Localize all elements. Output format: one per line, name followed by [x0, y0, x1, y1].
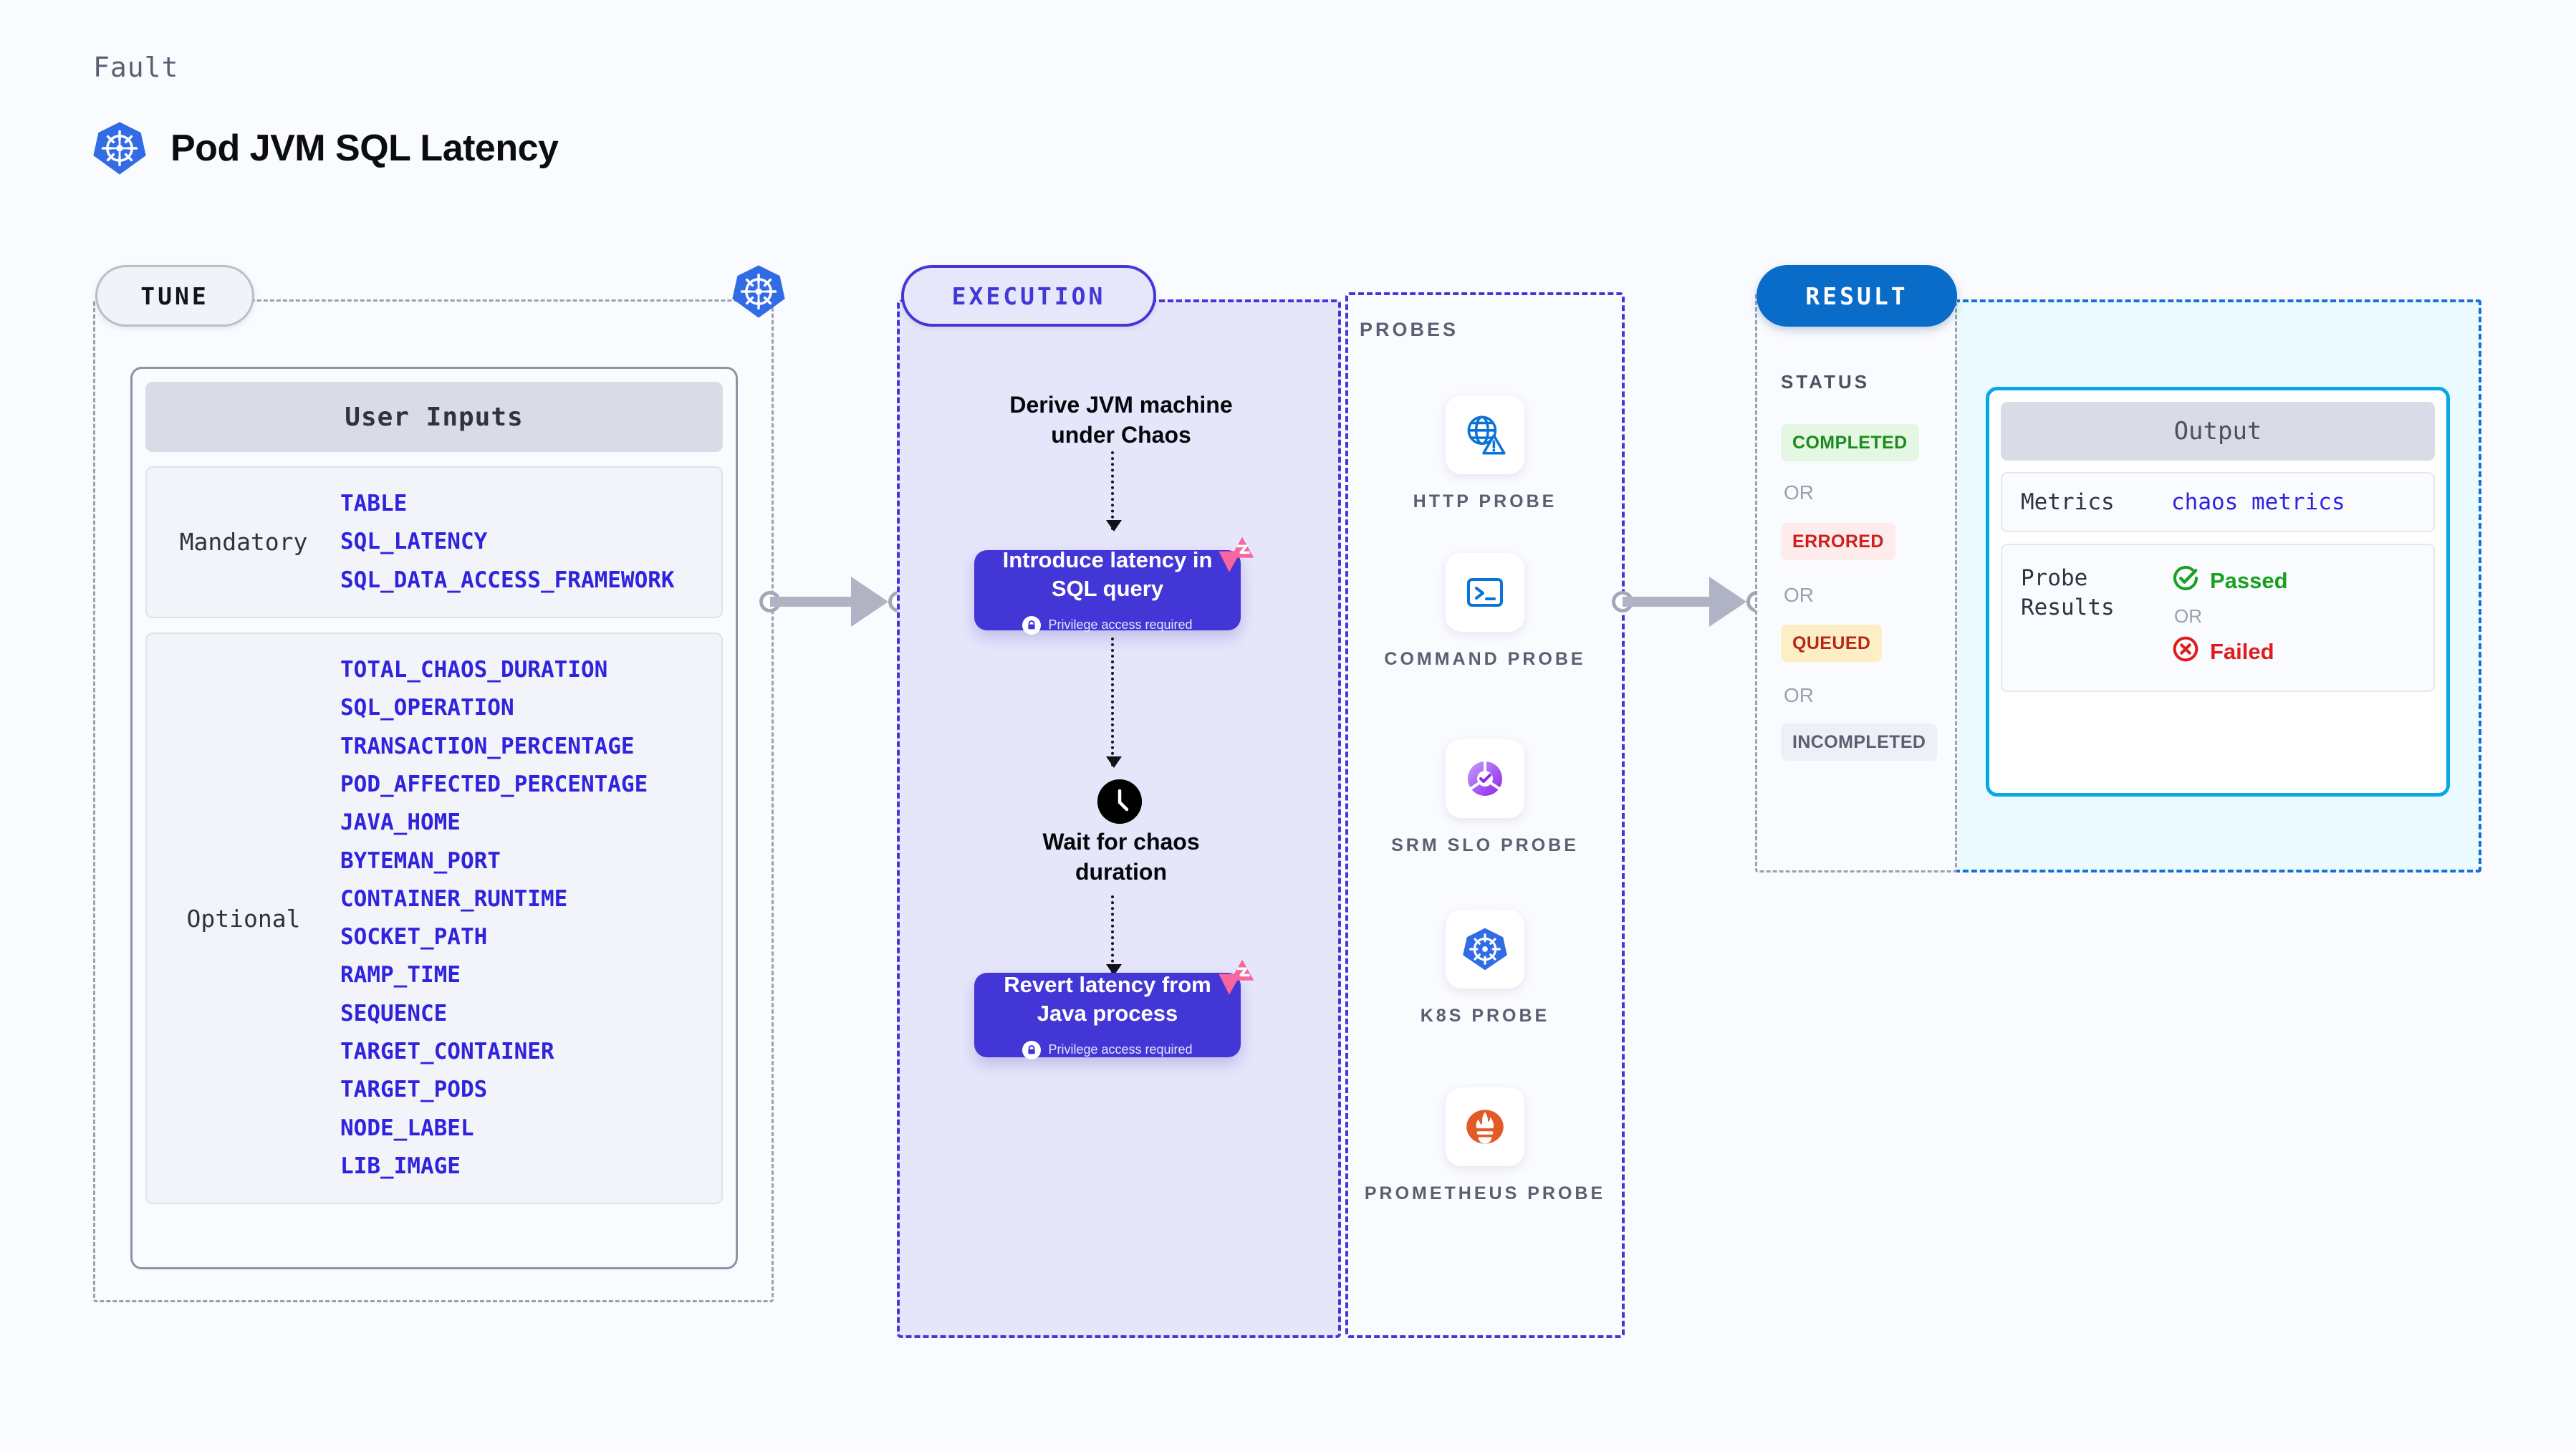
probe-result-failed: Failed: [2171, 635, 2288, 669]
flow-arrow-1: [1106, 451, 1122, 532]
param-item[interactable]: TARGET_PODS: [340, 1077, 488, 1103]
param-list-optional: TOTAL_CHAOS_DURATION SQL_OPERATION TRANS…: [340, 651, 648, 1186]
param-item[interactable]: JAVA_HOME: [340, 809, 461, 836]
probe-srm-slo[interactable]: SRM SLO PROBE: [1345, 739, 1625, 858]
action-revert-latency[interactable]: Revert latency from Java process Privile…: [974, 959, 1254, 1059]
x-circle-icon: [2171, 635, 2200, 669]
lock-icon: [1022, 615, 1042, 635]
page-title: Pod JVM SQL Latency: [170, 128, 559, 169]
probe-result-passed: Passed: [2171, 564, 2288, 598]
status-badge-incompleted: INCOMPLETED: [1781, 723, 1938, 761]
param-item[interactable]: TABLE: [340, 491, 408, 516]
output-probe-results-row: Probe Results Passed OR: [2001, 544, 2435, 693]
step-wait-duration: Wait for chaos duration: [1042, 829, 1200, 885]
param-group-mandatory: Mandatory TABLE SQL_LATENCY SQL_DATA_ACC…: [145, 466, 723, 618]
page-title-row: Pod JVM SQL Latency: [92, 120, 559, 176]
param-item[interactable]: TRANSACTION_PERCENTAGE: [340, 733, 635, 759]
param-item[interactable]: SQL_OPERATION: [340, 695, 514, 721]
litmus-icon: [1215, 957, 1256, 999]
tune-region: [93, 299, 774, 1302]
action-title: Revert latency from Java process: [1004, 972, 1211, 1026]
lock-icon: [1022, 1040, 1042, 1059]
probe-result-passed-label: Passed: [2210, 568, 2288, 594]
prometheus-icon: [1446, 1087, 1524, 1166]
param-item[interactable]: BYTEMAN_PORT: [340, 847, 501, 874]
param-item[interactable]: SQL_DATA_ACCESS_FRAMEWORK: [340, 567, 675, 593]
connector-bar: [1623, 597, 1736, 607]
connector-arrowhead: [851, 577, 888, 627]
privilege-note-text: Privilege access required: [1048, 1042, 1193, 1057]
user-inputs-header: User Inputs: [145, 382, 723, 452]
param-item[interactable]: RAMP_TIME: [340, 962, 461, 989]
probe-name: PROMETHEUS PROBE: [1364, 1183, 1606, 1203]
connector-tune-execution: [759, 577, 910, 627]
result-pill[interactable]: RESULT: [1756, 265, 1957, 327]
param-item[interactable]: LIB_IMAGE: [340, 1153, 461, 1179]
user-inputs-card: User Inputs Mandatory TABLE SQL_LATENCY …: [130, 367, 738, 1269]
output-metrics-row: Metrics chaos metrics: [2001, 472, 2435, 533]
status-label: STATUS: [1781, 371, 1870, 393]
flow-arrow-2: [1106, 638, 1122, 768]
param-item[interactable]: SEQUENCE: [340, 1000, 448, 1027]
probe-result-failed-label: Failed: [2210, 639, 2274, 665]
probe-result-or: OR: [2174, 605, 2202, 628]
flow-arrow-3: [1106, 895, 1122, 976]
probe-command[interactable]: COMMAND PROBE: [1345, 553, 1625, 672]
probe-name: SRM SLO PROBE: [1391, 835, 1579, 855]
connector-bar: [770, 597, 878, 607]
status-or: OR: [1784, 584, 1814, 606]
privilege-note: Privilege access required: [1022, 615, 1193, 635]
connector-arrowhead: [1709, 577, 1746, 627]
param-item[interactable]: CONTAINER_RUNTIME: [340, 885, 568, 912]
status-badge-queued: QUEUED: [1781, 625, 1883, 662]
probes-label: PROBES: [1360, 319, 1459, 340]
param-item[interactable]: TARGET_CONTAINER: [340, 1039, 554, 1065]
connector-probes-result: [1612, 577, 1769, 627]
output-header: Output: [2001, 402, 2435, 461]
param-item[interactable]: POD_AFFECTED_PERCENTAGE: [340, 771, 648, 797]
status-badge-errored: ERRORED: [1781, 523, 1895, 560]
probe-name: COMMAND PROBE: [1384, 649, 1586, 669]
probe-prometheus[interactable]: PROMETHEUS PROBE: [1345, 1087, 1625, 1206]
probe-http[interactable]: HTTP PROBE: [1345, 395, 1625, 514]
probe-k8s[interactable]: K8S PROBE: [1345, 910, 1625, 1029]
output-metrics-value[interactable]: chaos metrics: [2171, 489, 2345, 516]
fault-kicker: Fault: [93, 52, 179, 83]
param-group-optional: Optional TOTAL_CHAOS_DURATION SQL_OPERAT…: [145, 632, 723, 1205]
litmus-icon: [1215, 534, 1256, 576]
kubernetes-icon: [92, 120, 148, 176]
execution-pill[interactable]: EXECUTION: [901, 265, 1156, 327]
output-metrics-key: Metrics: [2021, 489, 2115, 515]
probe-name: HTTP PROBE: [1413, 491, 1557, 511]
param-list-mandatory: TABLE SQL_LATENCY SQL_DATA_ACCESS_FRAMEW…: [340, 485, 675, 600]
srm-slo-icon: [1446, 739, 1524, 818]
check-circle-icon: [2171, 564, 2200, 598]
globe-warning-icon: [1446, 395, 1524, 474]
terminal-icon: [1446, 553, 1524, 632]
param-item[interactable]: SQL_LATENCY: [340, 529, 488, 555]
output-card: Output Metrics chaos metrics Probe Resul…: [1986, 387, 2450, 797]
param-item[interactable]: TOTAL_CHAOS_DURATION: [340, 656, 608, 683]
privilege-note-text: Privilege access required: [1048, 617, 1193, 633]
output-probe-results-key: Probe Results: [2021, 565, 2115, 620]
status-or: OR: [1784, 684, 1814, 706]
status-badge-completed: COMPLETED: [1781, 424, 1919, 461]
param-item[interactable]: NODE_LABEL: [340, 1115, 474, 1141]
action-introduce-latency[interactable]: Introduce latency in SQL query Privilege…: [974, 537, 1254, 635]
status-or: OR: [1784, 481, 1814, 504]
result-status-region: [1755, 292, 1957, 872]
param-group-label: Mandatory: [179, 528, 308, 557]
param-group-label: Optional: [186, 904, 301, 933]
kubernetes-icon: [731, 264, 787, 319]
param-item[interactable]: SOCKET_PATH: [340, 924, 488, 951]
probe-result-values: Passed OR Failed: [2171, 564, 2288, 669]
action-title: Introduce latency in SQL query: [1002, 547, 1213, 601]
kubernetes-icon: [1446, 910, 1524, 989]
clock-icon: [1097, 779, 1142, 824]
privilege-note: Privilege access required: [1022, 1040, 1193, 1059]
step-derive-jvm: Derive JVM machine under Chaos: [1009, 392, 1233, 448]
tune-pill[interactable]: TUNE: [95, 265, 254, 327]
probe-name: K8S PROBE: [1420, 1006, 1550, 1026]
